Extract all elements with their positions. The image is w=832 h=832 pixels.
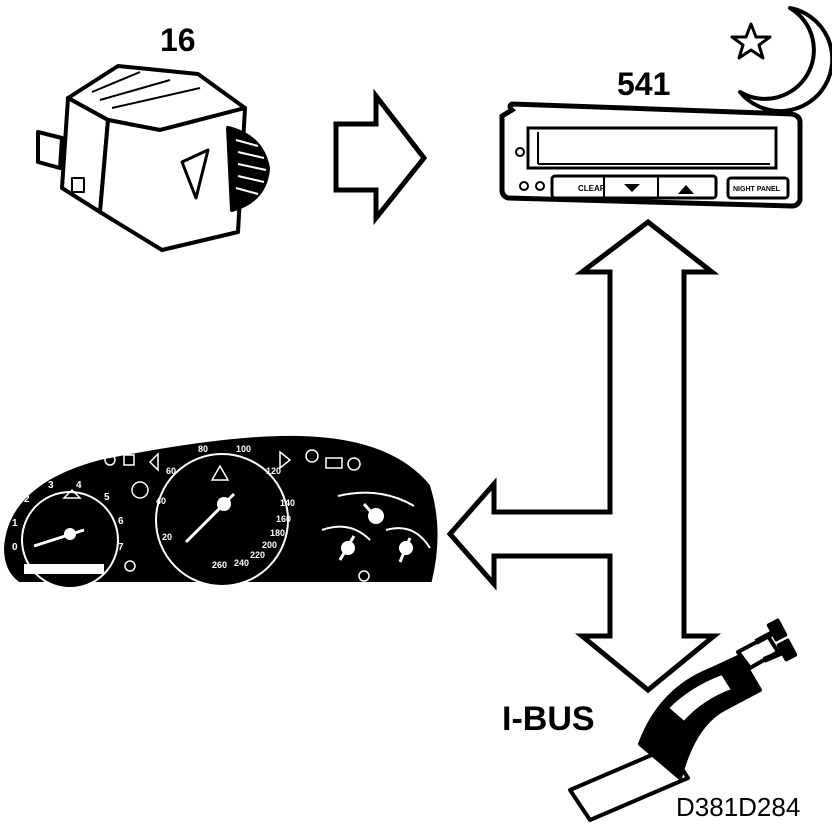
speedometer [155,453,289,587]
tach-tick: 6 [118,516,124,527]
clear-button-label: CLEAR [578,184,606,193]
signal-arrow-right [333,88,428,226]
speed-ticks: 20 40 60 80 100 120 140 160 180 200 220 … [156,444,295,570]
tach-tick: 4 [76,480,82,491]
tach-tick: 1 [12,518,18,529]
speed-tick: 180 [270,528,285,538]
speed-tick: 200 [262,540,277,550]
crescent-moon-icon [738,6,832,114]
display-unit-label: 541 [617,66,671,102]
speed-tick: 240 [234,558,249,568]
warning-lamps [104,449,370,582]
instrument-cluster: 0 1 2 3 4 5 6 7 20 40 60 80 100 120 140 … [3,435,438,589]
tach-tick: 5 [104,492,110,503]
drawing-code: D381D284 [676,792,801,822]
speed-tick: 160 [276,514,291,524]
night-panel-button-label: NIGHT PANEL [733,186,781,193]
display-unit [499,101,803,209]
tach-ticks: 0 1 2 3 4 5 6 7 [12,480,124,553]
ibus-label: I-BUS [502,700,595,738]
ibus-signal-arrows [446,218,722,694]
tach-tick: 0 [12,542,18,553]
dimmer-switch [36,64,270,252]
star-icon [730,22,772,60]
speed-tick: 220 [250,550,265,560]
speed-tick: 80 [198,444,208,454]
ibus-cable [568,618,798,822]
speed-tick: 20 [162,532,172,542]
speed-tick: 140 [280,498,295,508]
speed-tick: 260 [212,560,227,570]
speed-tick: 100 [236,444,251,454]
tach-tick: 7 [118,542,124,553]
tach-tick: 3 [48,480,54,491]
dimmer-switch-label: 16 [160,22,196,58]
speed-tick: 40 [156,496,166,506]
speed-tick: 120 [266,466,281,476]
tach-tick: 2 [24,494,30,505]
fuel-temp-gauges [321,491,431,563]
speed-tick: 60 [166,466,176,476]
